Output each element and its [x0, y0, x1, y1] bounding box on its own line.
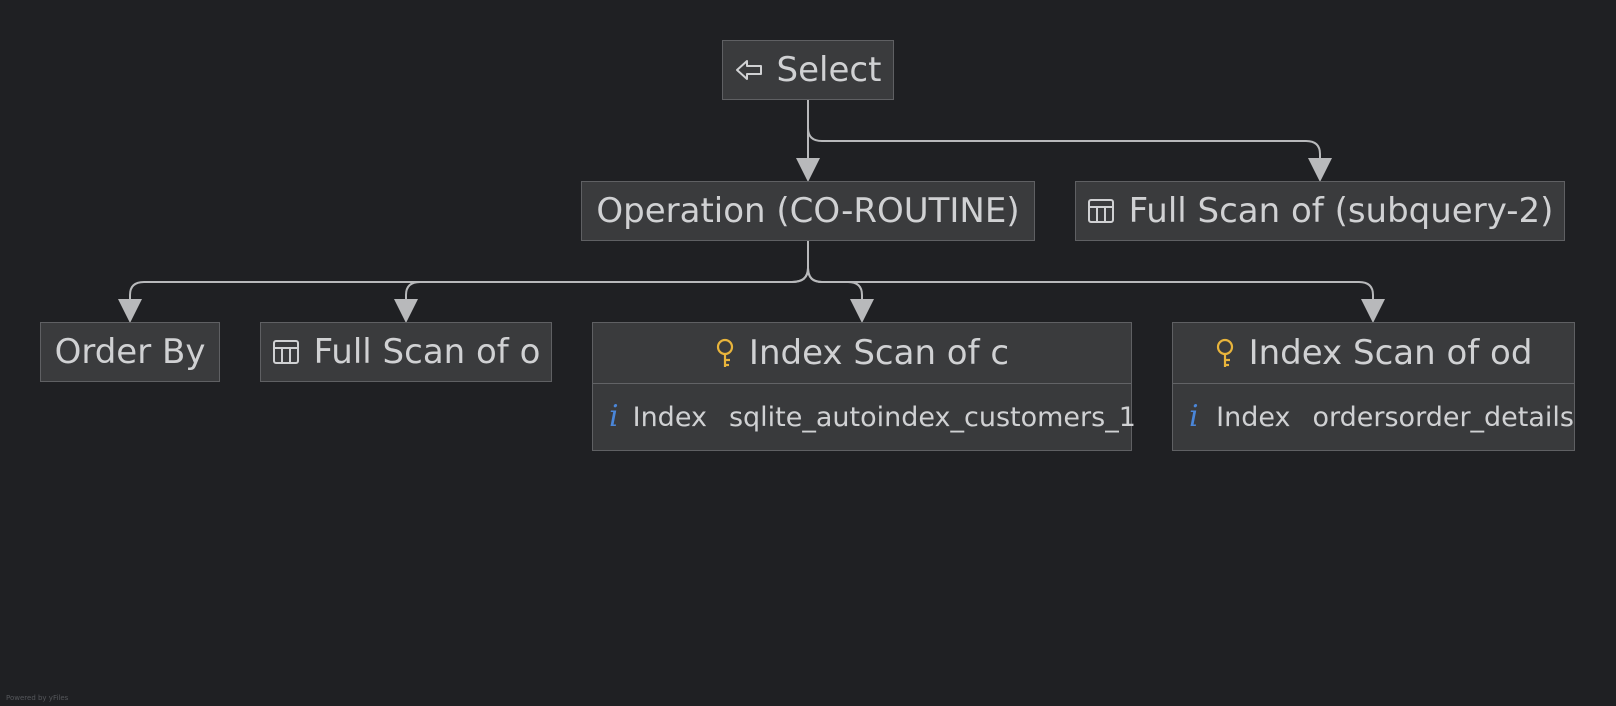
key-icon	[715, 338, 735, 368]
arrow-left-icon	[735, 59, 763, 81]
info-icon: i	[1189, 399, 1199, 434]
node-full-scan-subquery[interactable]: Full Scan of (subquery-2)	[1075, 181, 1565, 241]
table-icon	[272, 339, 300, 365]
table-icon	[1087, 198, 1115, 224]
node-index-scan-c[interactable]: Index Scan of c i Index sqlite_autoindex…	[592, 322, 1136, 451]
node-label: Full Scan of (subquery-2)	[1128, 191, 1554, 231]
detail-value: sqlite_autoindex_customers_1	[728, 401, 1136, 433]
key-icon	[1215, 338, 1235, 368]
edge-select-subquery	[807, 100, 1321, 158]
node-label: Index Scan of c	[748, 333, 1010, 373]
node-label: Order By	[54, 332, 206, 372]
edge-coroutine-orderby	[129, 241, 809, 299]
info-icon: i	[609, 399, 619, 434]
node-label: Index Scan of od	[1248, 333, 1533, 373]
node-select[interactable]: Select	[722, 40, 894, 100]
edge-coroutine-index-c	[807, 241, 863, 299]
node-index-scan-od[interactable]: Index Scan of od i Index ordersorder_det…	[1172, 322, 1575, 451]
detail-key: Index	[632, 401, 707, 433]
detail-key: Index	[1216, 401, 1291, 433]
node-order-by[interactable]: Order By	[40, 322, 220, 382]
detail-value: ordersorder_details	[1312, 401, 1574, 433]
node-label: Select	[776, 50, 882, 90]
node-coroutine[interactable]: Operation (CO-ROUTINE)	[581, 181, 1035, 241]
node-label: Operation (CO-ROUTINE)	[596, 191, 1020, 231]
watermark: Powered by yFiles	[6, 694, 69, 702]
node-full-scan-o[interactable]: Full Scan of o	[260, 322, 552, 382]
edge-coroutine-index-od	[807, 241, 1374, 299]
node-label: Full Scan of o	[313, 332, 541, 372]
edge-coroutine-scan-o	[405, 241, 809, 299]
